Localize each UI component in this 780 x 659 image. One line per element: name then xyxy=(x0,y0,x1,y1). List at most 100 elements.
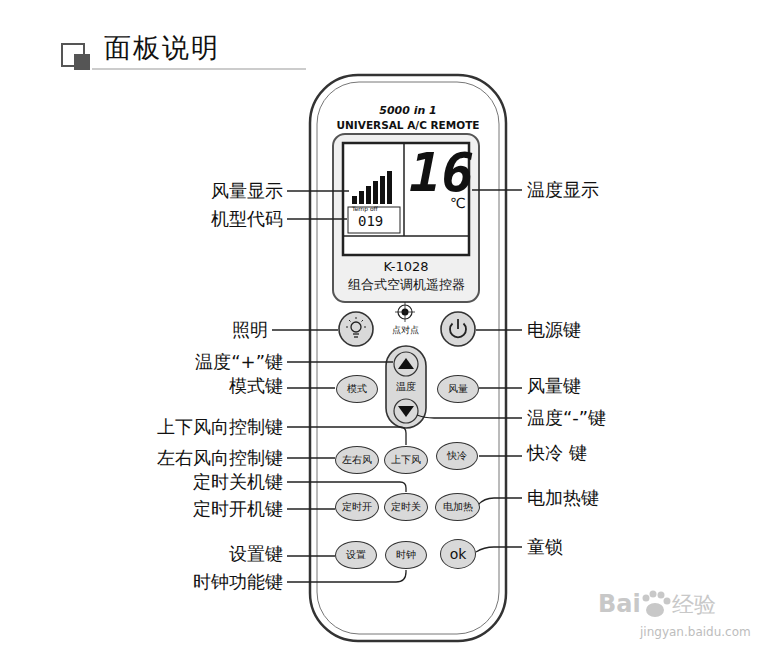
drawing-stroke xyxy=(395,312,415,313)
temp-unit: ℃ xyxy=(450,196,466,210)
drawing-stroke xyxy=(346,327,348,328)
remote-button: 电加热 xyxy=(435,493,480,521)
callout-label: 设置键 xyxy=(229,544,283,565)
drawing-stroke xyxy=(353,333,359,334)
page-title: 面板说明 xyxy=(104,32,220,63)
remote-button: 左右风 xyxy=(335,446,379,474)
button-label: 快冷 xyxy=(447,449,467,463)
leader-lines xyxy=(272,190,522,582)
drawing-stroke xyxy=(339,312,373,346)
drawing-stroke xyxy=(478,498,522,505)
drawing-stroke xyxy=(352,196,357,204)
button-label: 风量 xyxy=(448,382,468,396)
drawing-stroke xyxy=(373,181,378,204)
callout-label: 机型代码 xyxy=(211,209,283,230)
drawing-stroke xyxy=(479,455,522,456)
drawing-stroke xyxy=(359,191,364,204)
model-code: 019 xyxy=(358,214,383,228)
drawing-stroke xyxy=(74,54,90,70)
drawing-stroke xyxy=(441,312,475,346)
callout-label: 上下风向控制键 xyxy=(157,417,283,438)
remote-button: 模式 xyxy=(336,375,378,403)
drawing-stroke xyxy=(287,508,335,509)
remote-button: 定时关 xyxy=(384,493,428,521)
drawing-stroke xyxy=(643,595,650,602)
button-label: ok xyxy=(450,546,467,562)
remote-button: 定时开 xyxy=(335,493,379,521)
button-label: 电加热 xyxy=(443,500,473,514)
callout-label: 电加热键 xyxy=(527,488,599,509)
drawing-stroke xyxy=(394,352,418,376)
callout-label: 时钟功能键 xyxy=(193,572,283,593)
remote-button: 温度 xyxy=(386,346,426,428)
drawing-stroke xyxy=(362,320,364,322)
button-label: 定时开 xyxy=(342,500,372,514)
drawing-stroke xyxy=(472,189,522,190)
drawing-stroke xyxy=(92,68,306,69)
callout-label: 风量键 xyxy=(527,376,581,397)
drawing-stroke xyxy=(287,190,349,191)
callout-label: 定时开机键 xyxy=(193,499,283,520)
light-button xyxy=(339,312,373,346)
callout-label: 风量显示 xyxy=(211,181,283,202)
drawing-stroke xyxy=(349,320,351,322)
lcd-frame xyxy=(333,134,479,302)
remote-button: 设置 xyxy=(335,541,377,569)
drawing-stroke xyxy=(403,143,405,236)
button-label: 上下风 xyxy=(391,453,421,467)
drawing-stroke xyxy=(476,329,522,330)
power-button xyxy=(441,312,475,346)
watermark: jingyan.baidu.com xyxy=(640,626,751,640)
drawing-stroke xyxy=(356,317,357,319)
drawing-stroke xyxy=(387,171,392,204)
temp-digits: 16 xyxy=(409,146,474,200)
drawing-stroke xyxy=(394,399,418,423)
callout-label: 童锁 xyxy=(527,537,563,558)
button-label: 左右风 xyxy=(342,453,372,467)
drawing-stroke xyxy=(351,322,361,332)
button-label: 模式 xyxy=(347,382,367,396)
drawing-stroke xyxy=(317,82,499,634)
remote-button: 快冷 xyxy=(436,442,478,470)
remote-housing: 5000 in 1UNIVERSAL A/C REMOTEK-1028组合式空调… xyxy=(310,75,506,641)
callout-label: 快冷 键 xyxy=(527,443,587,464)
button-label: 温度 xyxy=(396,380,416,394)
callout-label: 温度“-”键 xyxy=(527,408,606,429)
remote-button: 时钟 xyxy=(385,541,427,569)
callout-label: 照明 xyxy=(232,320,268,341)
drawing-stroke xyxy=(476,547,522,552)
drawing-stroke xyxy=(354,336,358,337)
callout-label: 定时关机键 xyxy=(193,472,283,493)
drawing-stroke xyxy=(398,358,414,369)
housing-text: K-1028 xyxy=(384,260,429,275)
housing-text: 5000 in 1 xyxy=(379,105,437,118)
drawing-stroke xyxy=(664,598,671,605)
drawing-stroke xyxy=(287,361,393,362)
drawing-stroke xyxy=(287,482,406,492)
remote-button: 上下风 xyxy=(384,446,428,474)
drawing-stroke xyxy=(333,134,479,302)
drawing-stroke xyxy=(380,176,385,204)
drawing-stroke xyxy=(650,591,657,598)
lcd-screen: 16℃Temp off019 xyxy=(343,143,469,255)
lcd-note: Temp off xyxy=(352,206,378,212)
drawing-stroke xyxy=(366,186,371,204)
callout-label: 电源键 xyxy=(527,320,581,341)
drawing-stroke xyxy=(417,415,522,418)
callout-label: 模式键 xyxy=(229,376,283,397)
drawing-stroke xyxy=(646,603,664,617)
fan-bars xyxy=(352,171,392,204)
drawing-stroke xyxy=(343,235,469,237)
drawing-stroke xyxy=(398,406,414,417)
drawing-stroke xyxy=(457,319,459,329)
callout-label: 左右风向控制键 xyxy=(157,448,283,469)
remote-button: ok xyxy=(440,539,476,569)
drawing-stroke xyxy=(348,207,400,233)
drawing-stroke xyxy=(287,555,335,556)
drawing-stroke xyxy=(287,218,347,219)
ir-target xyxy=(395,302,415,322)
callout-label: 温度“+”键 xyxy=(195,352,283,373)
watermark: 经验 xyxy=(672,592,716,617)
watermark-paw xyxy=(643,591,671,618)
drawing-stroke xyxy=(287,387,335,388)
